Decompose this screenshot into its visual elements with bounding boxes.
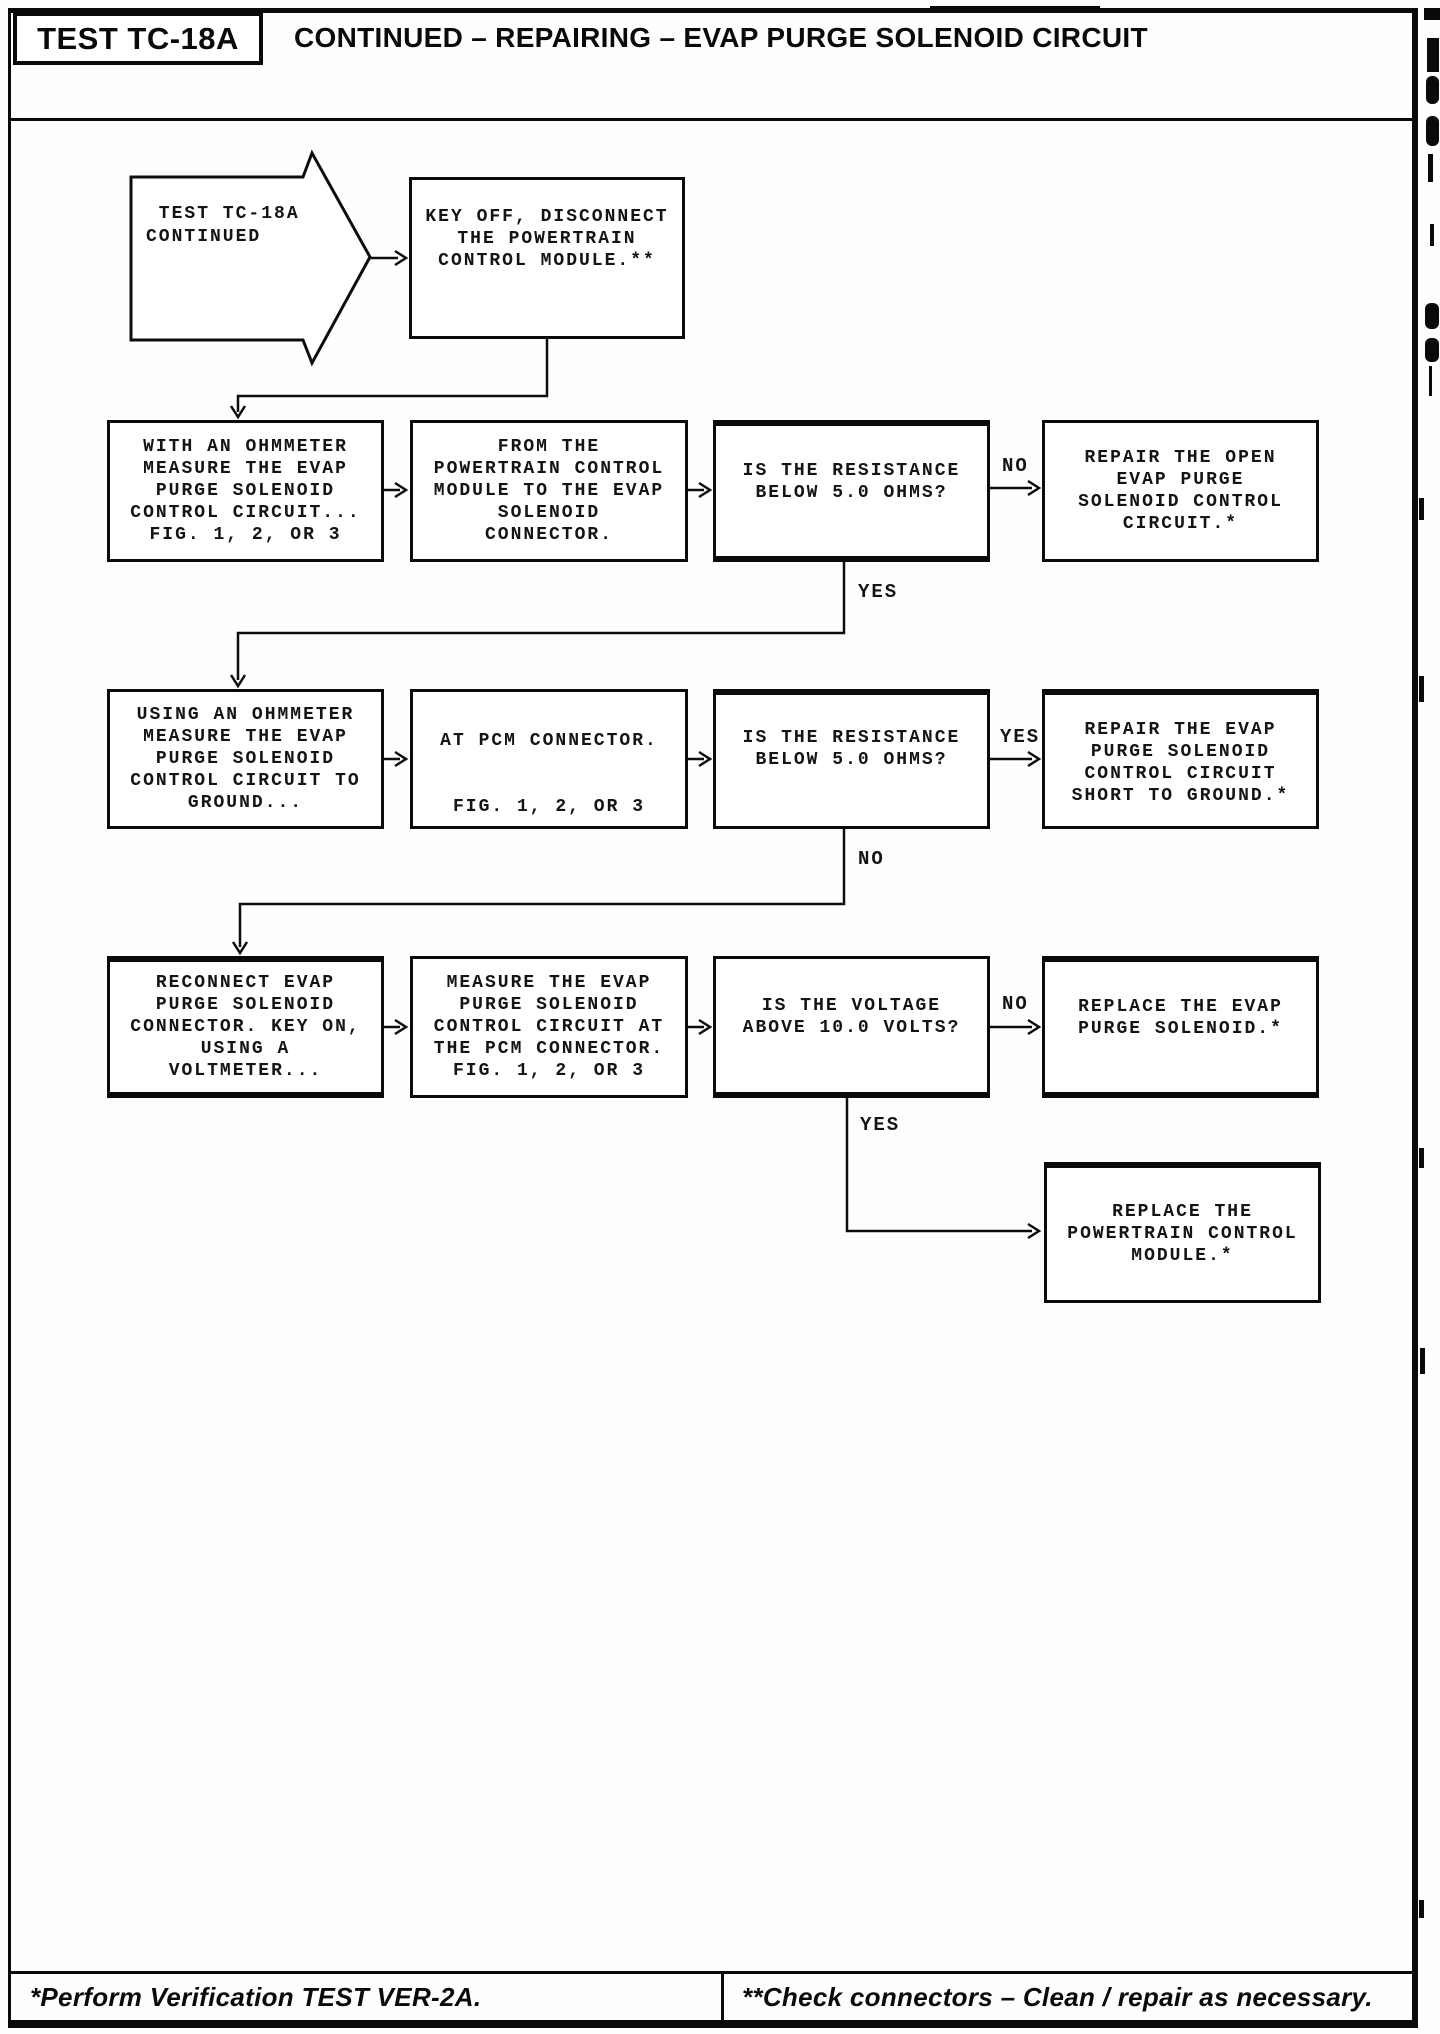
process-box-at-pcm-connector: AT PCM CONNECTOR. FIG. 1, 2, OR 3 (410, 689, 688, 829)
scan-artifact (1425, 338, 1439, 362)
page-border-right (1412, 8, 1418, 2023)
branch-label-no-3: NO (1000, 993, 1031, 1015)
action-box-replace-solenoid: REPLACE THE EVAP PURGE SOLENOID.* (1042, 956, 1319, 1098)
test-id-label: TEST TC-18A (37, 20, 239, 56)
scan-artifact (1426, 116, 1439, 146)
branch-label-no-1: NO (1000, 455, 1031, 477)
test-id-box: TEST TC-18A (13, 12, 263, 65)
page-border-top (8, 8, 1418, 13)
scan-artifact (1430, 224, 1434, 246)
page-title: CONTINUED – REPAIRING – EVAP PURGE SOLEN… (294, 22, 1148, 53)
process-box-pcm-to-evap: FROM THE POWERTRAIN CONTROL MODULE TO TH… (410, 420, 688, 562)
page-border-bottom (8, 2020, 1418, 2028)
action-box-repair-short-to-ground: REPAIR THE EVAP PURGE SOLENOID CONTROL C… (1042, 689, 1319, 829)
footer-note-left: *Perform Verification TEST VER-2A. (30, 1982, 482, 2012)
process-box-reconnect-voltmeter: RECONNECT EVAP PURGE SOLENOID CONNECTOR.… (107, 956, 384, 1098)
scan-artifact (1420, 1348, 1425, 1374)
scan-artifact (1424, 8, 1440, 20)
scan-artifact (1419, 1900, 1424, 1918)
branch-label-yes-1: YES (856, 581, 901, 603)
decision-box-resistance-1: IS THE RESISTANCE BELOW 5.0 OHMS? (713, 420, 990, 562)
process-box-key-off: KEY OFF, DISCONNECT THE POWERTRAIN CONTR… (409, 177, 685, 339)
footer-divider (721, 1971, 724, 2023)
action-box-repair-open-circuit: REPAIR THE OPEN EVAP PURGE SOLENOID CONT… (1042, 420, 1319, 562)
branch-label-yes-2: YES (998, 726, 1043, 748)
scan-artifact (1419, 498, 1424, 520)
action-box-replace-pcm: REPLACE THE POWERTRAIN CONTROL MODULE.* (1044, 1162, 1321, 1303)
process-box-ohmmeter-measure: WITH AN OHMMETER MEASURE THE EVAP PURGE … (107, 420, 384, 562)
decision-box-voltage: IS THE VOLTAGE ABOVE 10.0 VOLTS? (713, 956, 990, 1098)
scan-artifact (1419, 1148, 1424, 1168)
scan-artifact (1426, 76, 1439, 104)
header-separator (8, 118, 1415, 121)
process-box-ohmmeter-to-ground: USING AN OHMMETER MEASURE THE EVAP PURGE… (107, 689, 384, 829)
branch-label-yes-3: YES (858, 1114, 903, 1136)
scan-artifact (1428, 154, 1433, 182)
footer-note-right: **Check connectors – Clean / repair as n… (742, 1982, 1373, 2012)
page-border-left (8, 8, 11, 2023)
decision-box-resistance-2: IS THE RESISTANCE BELOW 5.0 OHMS? (713, 689, 990, 829)
scan-artifact (1429, 366, 1432, 396)
scan-artifact (1427, 38, 1439, 72)
scan-artifact (1425, 303, 1439, 329)
scan-artifact (930, 6, 1100, 13)
branch-label-no-2: NO (856, 848, 887, 870)
scan-artifact (1419, 676, 1424, 702)
process-box-measure-at-pcm: MEASURE THE EVAP PURGE SOLENOID CONTROL … (410, 956, 688, 1098)
start-flag-label: TEST TC-18A CONTINUED (146, 204, 300, 247)
footer-separator (8, 1971, 1412, 1974)
start-flag-shape (129, 149, 372, 367)
